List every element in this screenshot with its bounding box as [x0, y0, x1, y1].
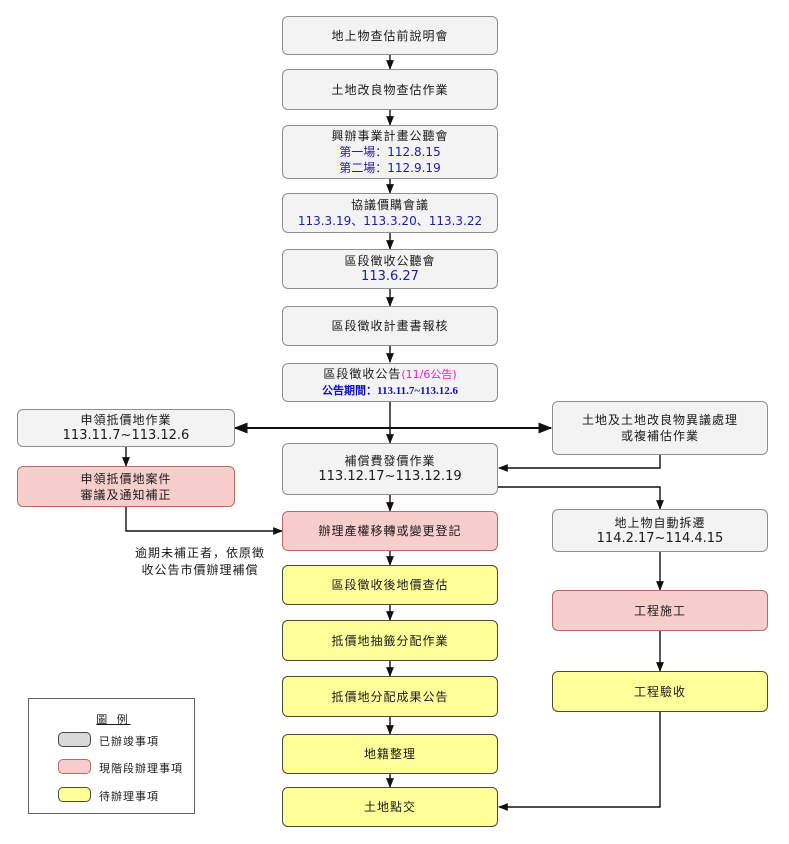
period-label: 公告期間： [322, 384, 378, 397]
overdue-note: 逾期未補正者，依原徵 收公告市價辦理補償 [130, 545, 270, 579]
announcement-date-tag: (11/6公告) [401, 368, 457, 381]
step-title-row: 區段徵收公告(11/6公告) [323, 366, 456, 383]
step-date: 第二場：112.9.19 [339, 161, 441, 175]
step-title: 地上物查估前說明會 [331, 28, 449, 43]
step-compensation-land-lottery: 抵價地抽籤分配作業 [282, 620, 498, 661]
step-negotiation-meeting: 協議價購會議 113.3.19、113.3.20、113.3.22 [282, 193, 498, 233]
note-line: 收公告市價辦理補償 [141, 563, 259, 577]
step-title: 土地改良物查估作業 [331, 82, 449, 97]
step-title: 申領抵價地案件 [80, 471, 172, 486]
step-date: 113.12.17~113.12.19 [318, 469, 462, 484]
arrow-compensation-to-demolition [498, 486, 664, 510]
step-title: 區段徵收後地價查估 [331, 578, 449, 592]
step-objection-handling: 土地及土地改良物異議處理 或複補估作業 [552, 401, 768, 455]
step-pre-survey-briefing: 地上物查估前說明會 [282, 16, 498, 55]
legend-label-todo: 待辦理事項 [99, 790, 159, 803]
arrow-left-to-main [125, 507, 283, 535]
step-cadastral-arrangement: 地籍整理 [282, 734, 498, 774]
legend-swatch-todo [58, 787, 91, 802]
legend-label-done: 已辦竣事項 [99, 735, 159, 748]
legend-label-current: 現階段辦理事項 [99, 762, 183, 775]
step-public-hearing-project: 興辦事業計畫公聽會 第一場：112.8.15 第二場：112.9.19 [282, 125, 498, 179]
step-date: 113.3.19、113.3.20、113.3.22 [297, 214, 483, 228]
step-title: 區段徵收公聽會 [344, 254, 436, 268]
step-land-handover: 土地點交 [282, 787, 498, 827]
step-title: 土地點交 [363, 800, 416, 814]
step-compensation-payment: 補償費發價作業 113.12.17~113.12.19 [282, 443, 498, 495]
arrow-acceptance-to-handover [498, 712, 661, 811]
step-zone-expropriation-hearing: 區段徵收公聽會 113.6.27 [282, 249, 498, 289]
step-date: 113.6.27 [361, 269, 419, 284]
legend-swatch-current [58, 759, 91, 774]
step-allocation-result-announcement: 抵價地分配成果公告 [282, 676, 498, 717]
step-post-expropriation-valuation: 區段徵收後地價查估 [282, 565, 498, 605]
step-title: 地籍整理 [363, 747, 416, 761]
step-title-2: 審議及通知補正 [80, 487, 172, 502]
note-line: 逾期未補正者，依原徵 [134, 546, 265, 560]
step-review-and-correction: 申領抵價地案件 審議及通知補正 [17, 466, 235, 507]
step-date: 114.2.17~114.4.15 [596, 530, 724, 546]
step-title: 抵價地分配成果公告 [331, 689, 449, 704]
step-ownership-transfer-registration: 辦理產權移轉或變更登記 [282, 511, 498, 551]
legend-swatch-done [58, 732, 91, 747]
step-improvement-survey: 土地改良物查估作業 [282, 69, 498, 110]
legend: 圖 例 已辦竣事項 現階段辦理事項 待辦理事項 [28, 698, 195, 814]
step-apply-compensation-land: 申領抵價地作業 113.11.7~113.12.6 [17, 409, 235, 447]
arrow-objection-to-compensation [498, 455, 661, 472]
step-title-2: 或複補估作業 [620, 429, 699, 443]
step-title: 補償費發價作業 [344, 454, 436, 468]
step-title: 工程驗收 [633, 684, 686, 699]
step-date: 113.11.7~113.12.6 [62, 428, 190, 443]
step-construction-acceptance: 工程驗收 [552, 671, 768, 712]
step-title: 辦理產權移轉或變更登記 [318, 524, 462, 538]
step-title: 區段徵收公告 [323, 367, 402, 381]
step-title: 地上物自動拆遷 [614, 515, 706, 530]
step-date: 第一場：112.8.15 [339, 145, 441, 159]
period-value: 113.11.7~113.12.6 [377, 385, 458, 397]
step-title: 區段徵收計畫書報核 [331, 319, 449, 333]
step-construction: 工程施工 [552, 590, 768, 631]
step-title: 協議價購會議 [350, 198, 429, 212]
legend-title: 圖 例 [96, 713, 131, 726]
step-plan-approval: 區段徵收計畫書報核 [282, 306, 498, 346]
step-title: 興辦事業計畫公聽會 [331, 129, 449, 143]
step-self-demolition: 地上物自動拆遷 114.2.17~114.4.15 [552, 509, 768, 552]
step-expropriation-announcement: 區段徵收公告(11/6公告) 公告期間：113.11.7~113.12.6 [282, 363, 498, 402]
announcement-period: 公告期間：113.11.7~113.12.6 [322, 383, 458, 399]
step-title: 工程施工 [633, 603, 686, 618]
step-title: 土地及土地改良物異議處理 [581, 413, 738, 427]
step-title: 抵價地抽籤分配作業 [331, 633, 449, 648]
step-title: 申領抵價地作業 [80, 413, 172, 427]
